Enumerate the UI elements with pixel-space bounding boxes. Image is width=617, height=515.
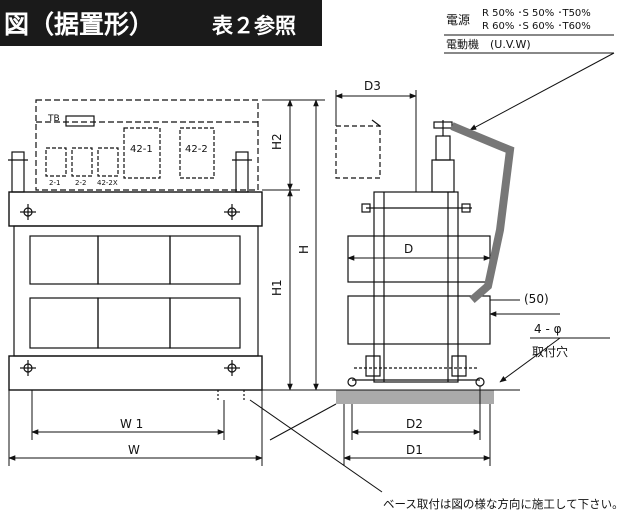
front-dimensions [8, 99, 330, 466]
dim-h2: H2 [270, 133, 284, 150]
dim-holes: 4 - φ [534, 322, 562, 336]
base-plate [336, 390, 494, 404]
side-dimension-labels: D3 D D2 D1 (50) 4 - φ 取付穴 [364, 79, 568, 457]
leader-power [469, 52, 615, 131]
fuse-42-2x [97, 147, 119, 177]
relay-42-1-label: 42-1 [130, 144, 153, 155]
front-view [8, 99, 263, 400]
dim-50: (50) [524, 292, 549, 306]
dim-h: H [297, 245, 311, 254]
control-box [35, 99, 259, 191]
fuse-2-2 [71, 147, 93, 177]
fuse-label-42-2x: 42-2X [97, 179, 118, 187]
fuse-label-2-1: 2-1 [49, 179, 60, 187]
front-view-labels: TB 42-1 42-2 2-1 2-2 42-2X [47, 114, 208, 187]
dim-d2: D2 [406, 417, 423, 431]
fuse-2-1 [45, 147, 67, 177]
power-line-50: R 50% ･S 50% ･T50% [482, 8, 591, 19]
dim-w1: W 1 [120, 417, 143, 431]
power-line-60: R 60% ･S 60% ･T60% [482, 21, 591, 32]
side-view [335, 119, 515, 387]
dim-d: D [404, 242, 413, 256]
title-banner: 図（据置形） 表２参照 [0, 0, 322, 46]
dim-d3: D3 [364, 79, 381, 93]
relay-42-1 [123, 127, 161, 179]
title-text: 図（据置形） [4, 10, 154, 39]
dim-d1: D1 [406, 443, 423, 457]
tb-label: TB [47, 114, 60, 124]
installation-footnote: ベース取付は図の様な方向に施工して下さい。 [383, 497, 617, 511]
motor-cable [450, 122, 515, 304]
holes-caption: 取付穴 [532, 344, 568, 359]
relay-42-2-label: 42-2 [185, 144, 208, 155]
top-frame [8, 191, 263, 227]
side-control-box [335, 125, 381, 179]
power-note: 電源 R 50% ･S 50% ･T50% R 60% ･S 60% ･T60%… [444, 8, 615, 131]
terminal-block-tb [65, 115, 95, 127]
motor-label: 電動機 (U.V.W) [446, 37, 531, 51]
power-label: 電源 [446, 13, 470, 27]
side-dimensions [249, 90, 610, 493]
fuse-label-2-2: 2-2 [75, 179, 86, 187]
front-dimension-labels: H2 H1 H W 1 W [120, 133, 311, 457]
side-frame [373, 191, 459, 383]
dim-h1: H1 [270, 279, 284, 296]
dim-w: W [128, 443, 140, 457]
bottom-frame [8, 355, 263, 391]
table-ref-text: 表２参照 [212, 14, 296, 38]
